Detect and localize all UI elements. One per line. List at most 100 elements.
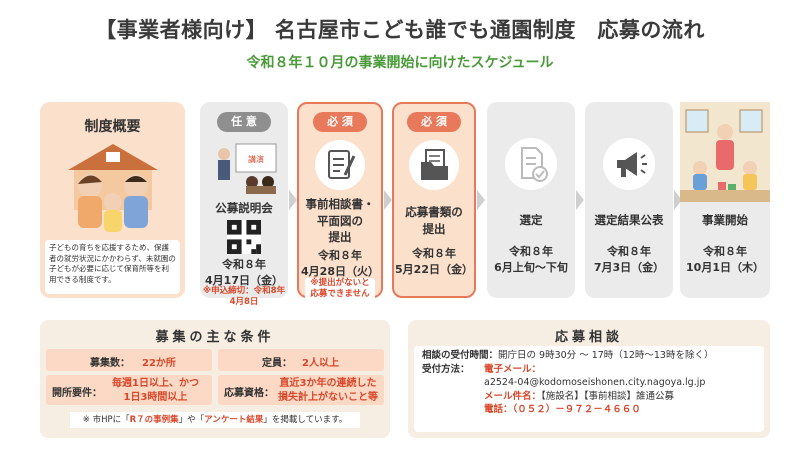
flow-arrow <box>674 190 682 210</box>
date-line: 6月上旬～下旬 <box>494 260 568 274</box>
note-line: 応募できません <box>310 289 370 300</box>
overview-card: 制度概要 子どもの育ちを応援するため、保護者の就労状況にかかわらず、未就園の子ど… <box>40 102 185 298</box>
consultation-body: 相談の受付時間：開庁日の 9時30分 ～ 17時（12時～13時を除く） 受付方… <box>414 346 764 432</box>
page-subtitle: 令和８年１０月の事業開始に向けたスケジュール <box>246 55 554 71</box>
step-selection-label: 選定 <box>519 213 543 227</box>
date-line: 5月22日（金） <box>395 262 473 276</box>
step-application: 必 須 応募書類の 提出 令和８年 5月22日（金） <box>392 102 476 298</box>
note-line: ※申込締切： <box>202 286 254 296</box>
overview-description-box: 子どもの育ちを応援するため、保護者の就労状況にかかわらず、未就園の子どもが必要に… <box>45 240 180 294</box>
condition-capacity-value: 2人以上 <box>302 358 339 369</box>
document-pencil-icon <box>315 140 365 190</box>
consult-method-label: 受付方法： <box>422 363 470 375</box>
conditions-panel: 募集の主な条件 募集数： 22か所 定員： 2人以上 開所要件： 毎週1日以上、… <box>40 320 390 438</box>
step-launch-date: 令和８年 10月1日（木） <box>680 244 770 276</box>
consult-hours-value: 開庁日の 9時30分 ～ 17時（12時～13時を除く） <box>498 350 714 361</box>
step-briefing-note: ※申込締切：令和8年4月8日 <box>200 286 288 309</box>
step-briefing-date: 令和８年 4月17日（金） <box>200 257 288 289</box>
condition-count: 募集数： 22か所 <box>46 349 212 371</box>
consult-phone-label: 電話： <box>484 404 513 415</box>
conditions-heading: 募集の主な条件 <box>155 330 275 345</box>
step-preconsult-date: 令和８年 4月28日（火） <box>299 248 381 280</box>
consult-phone-value: （０５２）－９７２－４６６０ <box>512 404 641 415</box>
consult-phone-row: 電話：（０５２）－９７２－４６６０ <box>422 403 756 417</box>
step-application-label: 応募書類の 提出 <box>394 204 474 237</box>
consult-hours-label: 相談の受付時間： <box>422 350 499 361</box>
page-title: 【事業者様向け】 名古屋市こども誰でも通園制度 応募の流れ <box>95 18 705 42</box>
condition-count-value: 22か所 <box>142 358 176 369</box>
consultation-heading: 応募相談 <box>554 330 623 345</box>
value-line: 1日3時間以上 <box>123 391 188 403</box>
date-line: 7月3日（金） <box>593 260 665 274</box>
step-announcement-label: 選定結果公表 <box>594 213 664 227</box>
step-preconsult: 必 須 事前相談書・ 平面図の 提出 令和８年 4月28日（火） ※提出がないと… <box>297 102 383 301</box>
flow-arrow <box>384 190 392 210</box>
survey-results-link[interactable]: アンケート結果 <box>204 415 264 425</box>
condition-qualification-label: 応募資格： <box>224 388 274 399</box>
conditions-footer: ※ 市HPに「R７の事例集」や「アンケート結果」を掲載しています。 <box>70 412 360 428</box>
document-folder-icon <box>409 140 459 190</box>
consultation-panel: 応募相談 相談の受付時間：開庁日の 9時30分 ～ 17時（12時～13時を除く… <box>408 320 770 438</box>
label-line: 提出 <box>422 221 446 236</box>
label-line: 応募書類の <box>405 205 463 219</box>
step-launch: 事業開始 令和８年 10月1日（木） <box>680 102 770 298</box>
condition-qualification-value: 直近3か年の連続した 損失計上がないこと等 <box>278 377 378 404</box>
optional-badge: 任 意 <box>217 112 271 132</box>
label-line: 平面図の <box>317 213 363 228</box>
checked-document-icon <box>505 138 557 190</box>
consult-mail-address[interactable]: a2524-04@kodomoseishonen.city.nagoya.lg.… <box>484 377 706 388</box>
step-briefing: 任 意 講演 公募説明会 令和８年 4月17日（金） ※申込締切：令和8年4月8… <box>200 102 288 307</box>
footer-text: ※ 市HPに「 <box>82 415 130 425</box>
date-line: 令和８年 <box>703 245 747 258</box>
value-line: 毎週1日以上、かつ <box>112 378 199 389</box>
qr-code-icon[interactable] <box>227 220 261 254</box>
date-line: 令和８年 <box>509 245 553 258</box>
family-illustration <box>68 144 158 232</box>
condition-days-label: 開所要件： <box>52 388 102 399</box>
consult-subject-row: メール件名：【施設名】【事前相談】誰通公募 <box>422 390 756 404</box>
flow-arrow <box>289 190 297 210</box>
date-line: 令和８年 <box>607 245 651 258</box>
megaphone-icon <box>603 138 655 190</box>
condition-qualification: 応募資格： 直近3か年の連続した 損失計上がないこと等 <box>218 375 384 405</box>
presentation-illustration: 講演 <box>218 143 277 194</box>
footer-text: 」を掲載しています。 <box>263 415 348 425</box>
date-line: 令和８年 <box>412 247 456 260</box>
nursery-illustration <box>680 102 770 202</box>
step-preconsult-note: ※提出がないと 応募できません <box>305 278 375 301</box>
condition-count-label: 募集数： <box>90 358 130 369</box>
consult-subject-value: 【施設名】【事前相談】誰通公募 <box>541 390 675 402</box>
date-line: 令和８年 <box>318 249 362 262</box>
flow-arrow <box>477 190 485 210</box>
presentation-board-text: 講演 <box>248 154 264 164</box>
step-application-date: 令和８年 5月22日（金） <box>394 246 474 278</box>
consult-hours-row: 相談の受付時間：開庁日の 9時30分 ～ 17時（12時～13時を除く） <box>422 349 756 363</box>
step-announcement-date: 令和８年 7月3日（金） <box>585 244 673 276</box>
date-line: 令和８年 <box>222 258 266 271</box>
step-launch-label: 事業開始 <box>702 213 748 227</box>
footer-text: 」や「 <box>178 415 205 425</box>
note-line: ※提出がないと <box>310 278 370 288</box>
date-line: 4月17日（金） <box>205 273 283 287</box>
consult-method-row: 受付方法： 電子メール： <box>422 363 756 377</box>
date-line: 10月1日（木） <box>686 260 764 274</box>
flow-arrow <box>576 190 584 210</box>
overview-heading: 制度概要 <box>84 119 141 135</box>
value-line: 直近3か年の連続した <box>279 378 377 389</box>
date-line: 4月28日（火） <box>301 264 379 278</box>
step-selection: 選定 令和８年 6月上旬～下旬 <box>487 102 575 298</box>
required-badge: 必 須 <box>407 112 461 132</box>
note-line: 令和8年4月8日 <box>229 286 286 308</box>
step-selection-date: 令和８年 6月上旬～下旬 <box>487 244 575 276</box>
value-line: 損失計上がないこと等 <box>278 391 378 403</box>
label-line: 事前相談書・ <box>305 197 375 211</box>
label-line: 提出 <box>328 230 352 245</box>
consult-mail-label: 電子メール： <box>484 363 542 375</box>
consult-mail-row: a2524-04@kodomoseishonen.city.nagoya.lg.… <box>422 376 756 390</box>
step-preconsult-label: 事前相談書・ 平面図の 提出 <box>299 196 381 246</box>
consult-subject-label: メール件名： <box>484 390 542 402</box>
condition-days: 開所要件： 毎週1日以上、かつ 1日3時間以上 <box>46 375 212 405</box>
required-badge: 必 須 <box>313 112 367 132</box>
case-studies-link[interactable]: R７の事例集 <box>129 415 179 425</box>
step-briefing-label: 公募説明会 <box>215 201 273 215</box>
